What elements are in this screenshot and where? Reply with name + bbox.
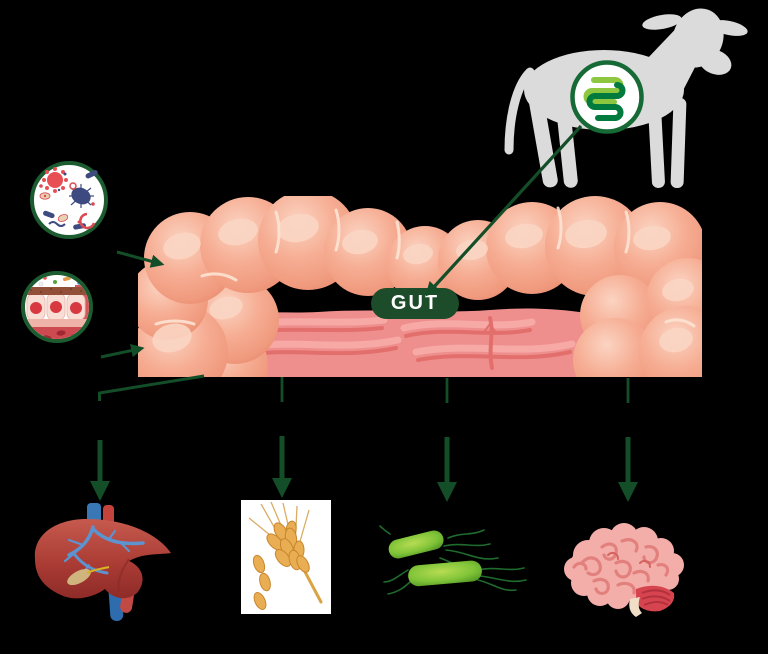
arrow-epithelium-to-gut (100, 343, 145, 359)
intestine-badge-icon (569, 59, 645, 140)
bacteria-icon (378, 518, 528, 603)
gut-label-text: GUT (390, 292, 440, 314)
microbes-circle-icon (29, 160, 109, 245)
liver-icon (25, 497, 177, 627)
cow-ear-right (710, 20, 748, 36)
wheat-grain-icon (241, 500, 331, 619)
gut-epithelium-circle-icon (21, 271, 93, 348)
cow-ear-left (642, 14, 682, 30)
colon-creases (154, 206, 696, 328)
gut-label: GUT (371, 288, 459, 319)
brain-icon (558, 519, 696, 624)
